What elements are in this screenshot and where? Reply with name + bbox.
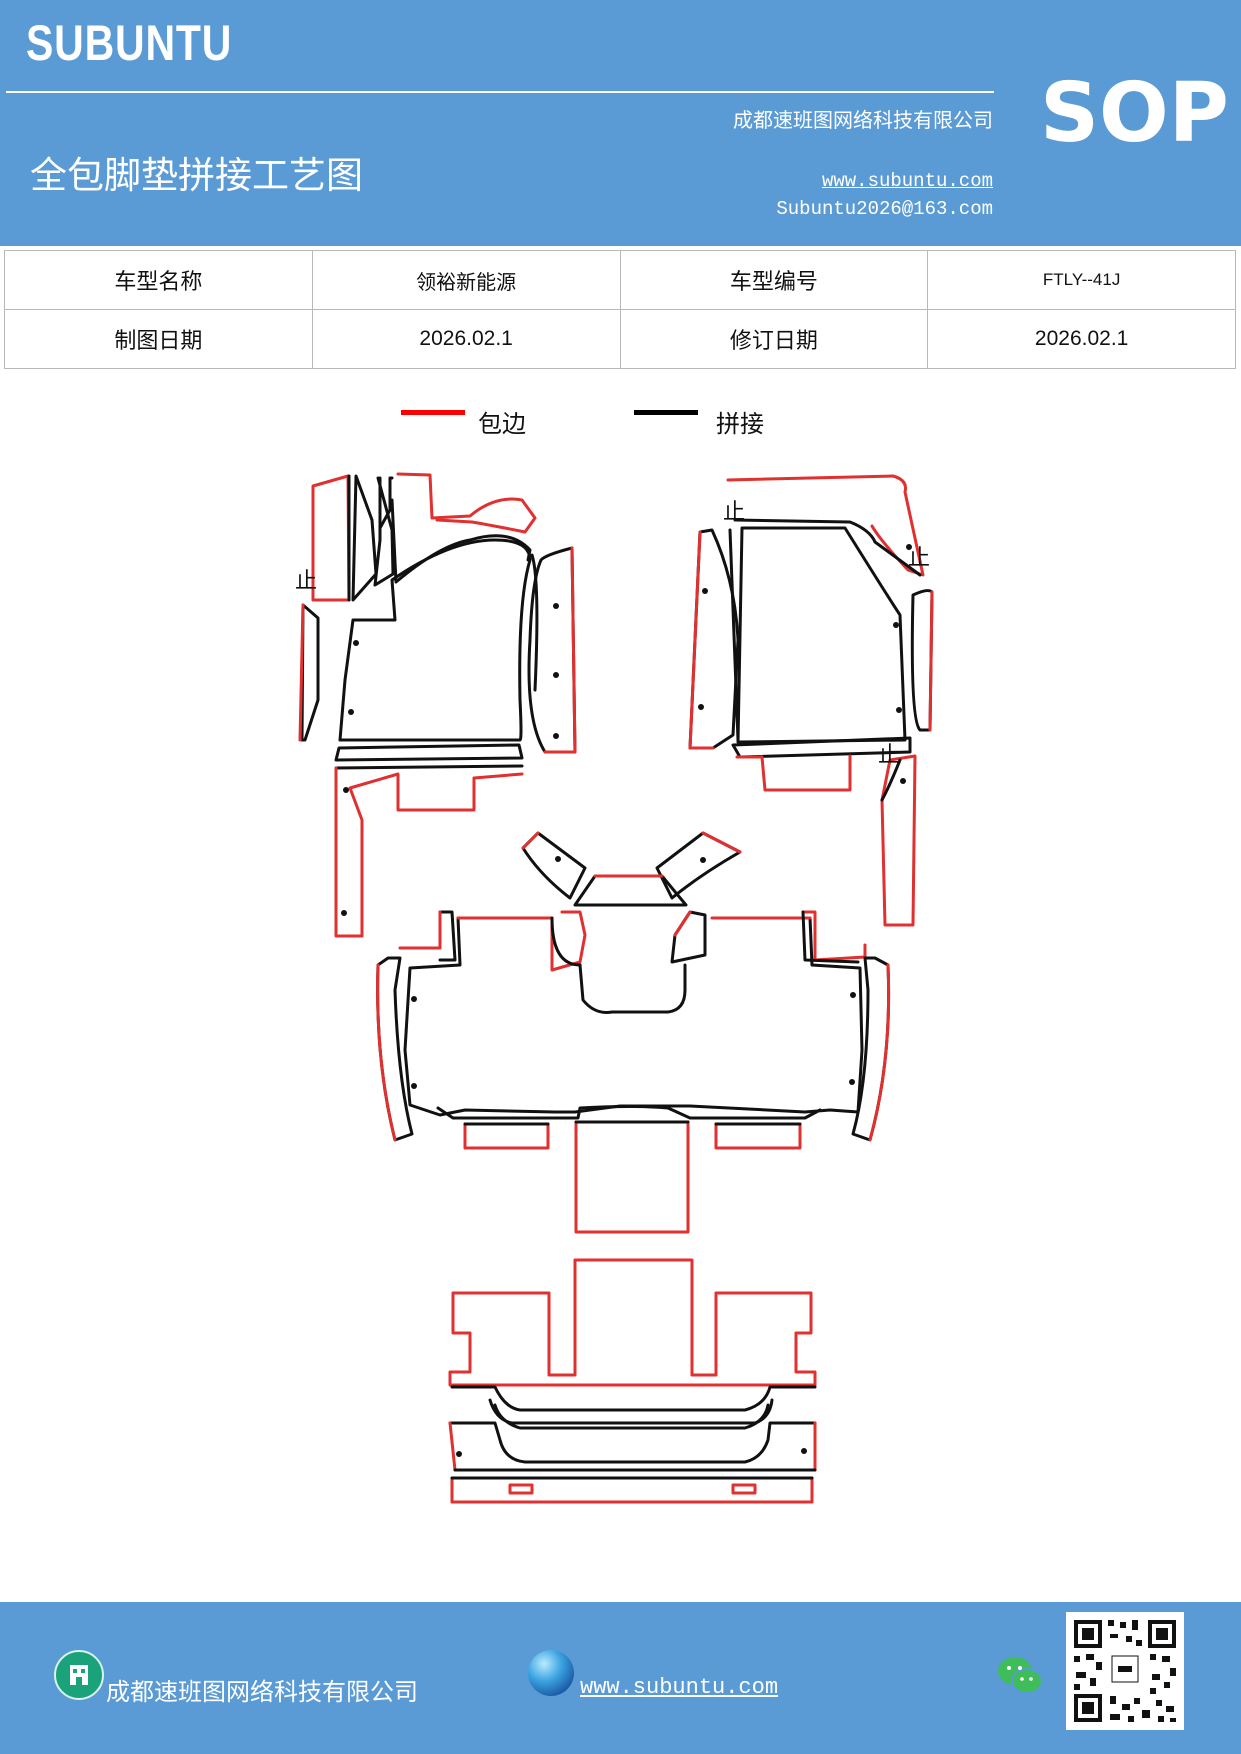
alignment-dot [343,787,349,793]
legend-edge-swatch [401,410,465,415]
alignment-dot [553,603,559,609]
alignment-dot [555,856,561,862]
alignment-dot [411,996,417,1002]
table-row: 车型名称 领裕新能源 车型编号 FTLY--41J [4,250,1236,310]
alignment-dot [850,992,856,998]
legend-edge-label: 包边 [478,410,526,438]
header-banner: SUBUNTU 成都速班图网络科技有限公司 全包脚垫拼接工艺图 www.subu… [0,0,1241,246]
alignment-dot [700,857,706,863]
alignment-dot [698,704,704,710]
third-row-mat-group [448,1258,817,1504]
alignment-dot [906,544,912,550]
alignment-dot [348,709,354,715]
wechat-icon[interactable] [996,1654,1044,1698]
header-website-link[interactable]: www.subuntu.com [821,170,993,192]
model-name-value: 领裕新能源 [311,250,621,310]
stop-mark: 止 [295,569,317,594]
vehicle-info-table: 车型名称 领裕新能源 车型编号 FTLY--41J 制图日期 2026.02.1… [4,250,1236,369]
front-right-mat-group: 止 止 止 [688,474,934,927]
model-code-label: 车型编号 [619,250,929,310]
table-row: 制图日期 2026.02.1 修订日期 2026.02.1 [4,309,1236,369]
footer-banner: 成都速班图网络科技有限公司 www.subuntu.com [0,1602,1241,1754]
revise-date-value: 2026.02.1 [927,309,1236,369]
stop-mark: 止 [908,546,930,571]
front-left-mat-group: 止 [295,472,577,938]
model-name-label: 车型名称 [4,250,313,310]
alignment-dot [456,1451,462,1457]
sop-label: SOP [1040,66,1229,161]
alignment-dot [553,733,559,739]
globe-icon [528,1650,574,1696]
center-tunnel-group [521,831,742,907]
draw-date-value: 2026.02.1 [311,309,621,369]
alignment-dot [893,622,899,628]
alignment-dot [849,1079,855,1085]
alignment-dot [341,910,347,916]
stop-mark: 止 [723,500,745,525]
header-email: Subuntu2026@163.com [776,198,993,220]
qr-code [1066,1612,1184,1730]
header-divider [6,91,994,93]
second-row-mat-group [376,910,891,1234]
alignment-dot [411,1083,417,1089]
document-title: 全包脚垫拼接工艺图 [30,154,363,197]
alignment-dot [900,778,906,784]
legend-seam-swatch [634,410,698,415]
revise-date-label: 修订日期 [619,309,929,369]
building-icon [54,1650,104,1700]
header-company-name: 成都速班图网络科技有限公司 [733,108,993,132]
alignment-dot [553,672,559,678]
alignment-dot [702,588,708,594]
alignment-dot [353,640,359,646]
footer-company-name: 成都速班图网络科技有限公司 [106,1678,418,1706]
footer-website-link[interactable]: www.subuntu.com [580,1675,779,1700]
alignment-dot [896,707,902,713]
brand-logo: SUBUNTU [26,15,233,71]
legend-seam-label: 拼接 [716,410,764,438]
draw-date-label: 制图日期 [4,309,313,369]
model-code-value: FTLY--41J [927,250,1236,310]
alignment-dot [801,1448,807,1454]
stop-mark: 止 [878,743,900,768]
